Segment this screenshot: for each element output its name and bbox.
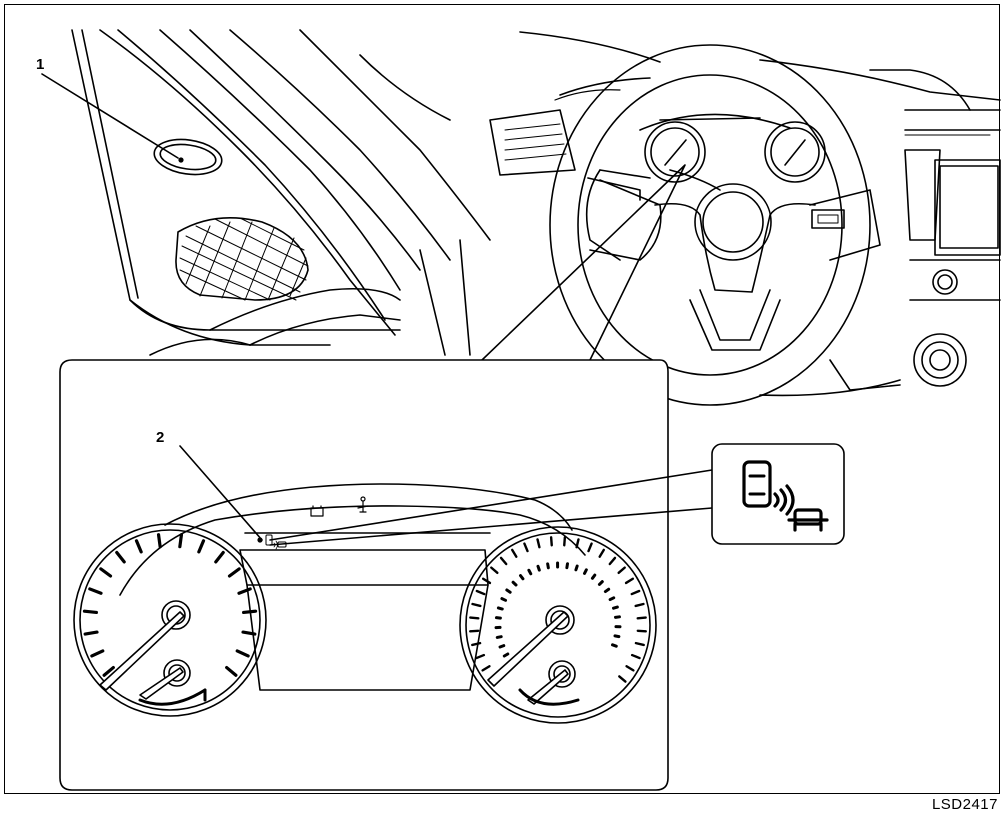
gauge-tick	[490, 566, 499, 575]
gauge-tick	[499, 556, 508, 566]
gauge-tick	[625, 665, 635, 672]
gauge-dot	[583, 568, 588, 575]
callout-2-label: 2	[156, 429, 165, 446]
magnified-inset	[59, 359, 669, 791]
gauge-tick	[134, 539, 143, 554]
gauge-tick	[115, 550, 126, 564]
gauge-tick	[598, 548, 606, 558]
steering-wheel	[549, 44, 881, 406]
dashboard	[489, 31, 1001, 401]
gauge-tick	[510, 548, 518, 558]
gauge-dot	[613, 615, 621, 619]
gauge-tick	[618, 675, 627, 683]
gauge-dot	[613, 634, 621, 639]
bsw-callout	[269, 443, 845, 546]
gauge-tick	[608, 556, 617, 566]
gauge-tick	[634, 641, 645, 647]
leader-line-2	[179, 445, 263, 541]
figure-frame	[4, 4, 1000, 794]
gauge-tick	[241, 630, 257, 636]
gauge-tick	[563, 536, 567, 547]
gauge-tick	[90, 649, 105, 658]
inset-content	[73, 445, 657, 724]
gauge-tick	[630, 653, 641, 660]
gauge-dot	[500, 597, 508, 602]
gauge-tick	[471, 641, 482, 647]
gauge-tick	[536, 538, 541, 549]
gauge-dot	[502, 652, 510, 658]
gauge-tick	[475, 589, 486, 596]
gauge-tick	[237, 587, 252, 595]
tachometer	[459, 526, 657, 724]
gauge-tick	[549, 536, 553, 547]
gauge-tick	[469, 616, 480, 620]
blind-spot-warning-icon	[742, 460, 829, 532]
gauge-tick	[102, 665, 115, 677]
gauge-tick	[469, 629, 480, 633]
gauge-dot	[505, 588, 512, 594]
gauge-tick	[587, 542, 593, 553]
gauge-dot	[603, 587, 611, 594]
gauge-dot	[612, 605, 619, 610]
gauge-tick	[624, 577, 635, 585]
gauge-tick	[617, 566, 626, 575]
gauge-dot	[597, 580, 604, 586]
gauge-dot	[536, 564, 541, 572]
gauge-tick	[242, 609, 258, 615]
leader-line-1	[41, 73, 179, 159]
gauge-tick	[630, 589, 641, 596]
figure-code: LSD2417	[931, 796, 998, 813]
gauge-tick	[178, 533, 184, 549]
gauge-dot	[546, 562, 550, 570]
gauge-tick	[227, 567, 241, 578]
speaker-grille	[175, 217, 309, 301]
gauge-tick	[636, 629, 647, 633]
oval-indicator-light-icon	[153, 138, 223, 176]
gauge-dot	[496, 606, 504, 611]
seatbelt-warning-icon	[357, 496, 369, 513]
callout-1-label: 1	[36, 56, 45, 73]
gauge-dot	[498, 644, 506, 649]
gauge-tick	[225, 665, 238, 677]
gauge-tick	[82, 609, 98, 615]
gauge-dot	[611, 643, 618, 648]
gauge-tick	[99, 567, 113, 578]
gauge-tick	[481, 577, 492, 585]
speedometer	[73, 523, 267, 717]
a-pillar	[71, 29, 491, 356]
battery-warning-icon	[310, 505, 324, 517]
gauge-tick	[634, 602, 645, 608]
gauge-tick	[636, 616, 647, 620]
gauge-dot	[608, 596, 616, 602]
gauge-tick	[197, 539, 206, 554]
gauge-tick	[575, 538, 580, 549]
gauge-tick	[88, 587, 103, 595]
gauge-dot	[565, 562, 569, 570]
gauge-tick	[156, 533, 162, 549]
gauge-dot	[527, 568, 533, 576]
gauge-dot	[574, 564, 579, 572]
gauge-dot	[519, 574, 525, 581]
gauge-tick	[523, 542, 529, 553]
gauge-tick	[475, 653, 486, 660]
gauge-tick	[214, 550, 225, 564]
gauge-tick	[83, 630, 99, 636]
gauge-dot	[511, 580, 518, 587]
gauge-tick	[481, 665, 491, 672]
gauge-dot	[495, 635, 503, 639]
zoom-connector	[481, 164, 686, 361]
gauge-tick	[235, 649, 250, 658]
gauge-tick	[471, 602, 482, 608]
gauge-dot	[590, 573, 597, 580]
